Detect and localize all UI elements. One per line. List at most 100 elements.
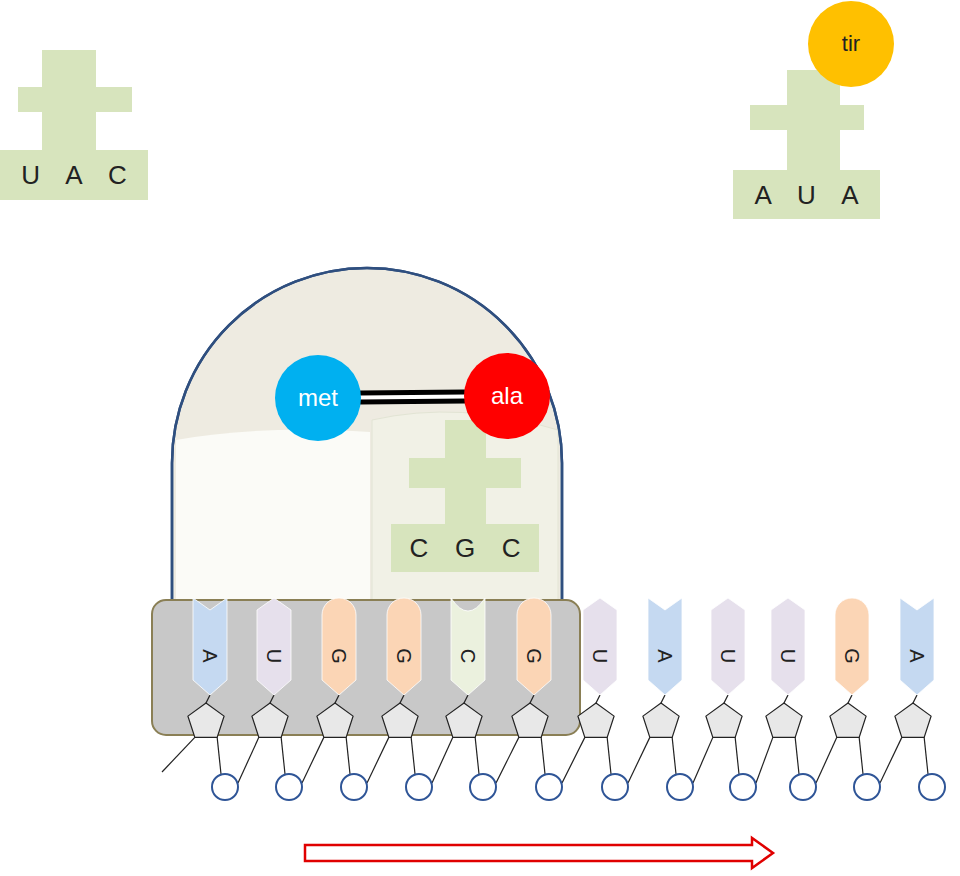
nucleotide-base: C xyxy=(451,598,485,695)
nucleotide-base: A xyxy=(193,598,227,695)
glycosidic-bond xyxy=(661,695,665,703)
backbone-bond xyxy=(693,737,713,783)
backbone-bond xyxy=(795,737,799,774)
backbone-bond xyxy=(735,737,739,774)
backbone-bond xyxy=(924,737,928,774)
node-shape xyxy=(835,598,869,695)
base-letter: C xyxy=(458,649,478,663)
node-shape xyxy=(583,598,617,695)
backbone-bond xyxy=(162,737,195,772)
backbone-bond xyxy=(281,737,285,774)
amino-acid-name: met xyxy=(298,386,338,410)
text-holder: A xyxy=(648,598,682,695)
node-shape xyxy=(193,598,227,695)
peptide-bond xyxy=(360,396,465,397)
glycosidic-bond xyxy=(913,695,917,703)
node-shape xyxy=(257,598,291,695)
backbone-bond xyxy=(475,737,479,774)
text-holder: A U A xyxy=(733,170,880,219)
anticodon-text: U A C xyxy=(21,162,126,188)
node-shape xyxy=(900,598,934,695)
mrna-backbone xyxy=(162,695,945,800)
text-holder: G xyxy=(517,598,551,695)
ribosome-large-subunit xyxy=(172,268,562,625)
base-letter: A xyxy=(655,649,675,662)
nucleotide-base: A xyxy=(648,598,682,695)
text-holder: C G C xyxy=(391,524,539,572)
backbone-bond xyxy=(541,737,545,774)
glycosidic-bond xyxy=(335,695,339,703)
amino-acid-name: ala xyxy=(491,384,523,408)
glycosidic-bond xyxy=(400,695,404,703)
base-letter: U xyxy=(718,649,738,663)
backbone-bond xyxy=(859,737,863,774)
base-letter: G xyxy=(842,648,862,664)
ribose-sugar xyxy=(895,703,931,737)
phosphate-group xyxy=(730,774,756,800)
base-letter: U xyxy=(264,649,284,663)
nucleotide-base: G xyxy=(387,598,421,695)
ribose-sugar xyxy=(706,703,742,737)
nucleotide-base: G xyxy=(835,598,869,695)
glycosidic-bond xyxy=(270,695,274,703)
backbone-bond xyxy=(346,737,350,774)
ribose-sugar xyxy=(188,703,224,737)
nucleotide-base: A xyxy=(900,598,934,695)
base-letter: G xyxy=(524,648,544,664)
anticodon-text: A U A xyxy=(754,182,858,208)
base-letter: G xyxy=(329,648,349,664)
node-shape xyxy=(322,598,356,695)
phosphate-group xyxy=(536,774,562,800)
text-holder: U xyxy=(583,598,617,695)
text-holder: U xyxy=(257,598,291,695)
backbone-bond xyxy=(628,737,650,783)
text-holder: A xyxy=(193,598,227,695)
trna-body xyxy=(18,50,132,152)
base-letter: G xyxy=(394,648,414,664)
nucleotide-base: U xyxy=(711,598,745,695)
backbone-bond xyxy=(302,737,324,783)
backbone-bond xyxy=(217,737,221,774)
amino-acid-circle: met xyxy=(275,355,361,441)
backbone-bond xyxy=(880,737,902,783)
text-holder: G xyxy=(835,598,869,695)
phosphate-group xyxy=(790,774,816,800)
base-letter: U xyxy=(778,649,798,663)
glycosidic-bond xyxy=(206,695,210,703)
backbone-bond xyxy=(367,737,389,783)
node-shape xyxy=(451,598,485,695)
backbone-bond xyxy=(816,737,837,783)
glycosidic-bond xyxy=(784,695,788,703)
text-holder: met xyxy=(275,355,361,441)
phosphate-group xyxy=(667,774,693,800)
nucleotide-base: G xyxy=(322,598,356,695)
ribosome-outline xyxy=(172,268,562,625)
text-holder: U xyxy=(711,598,745,695)
base-letter: A xyxy=(907,649,927,662)
phosphate-group xyxy=(602,774,628,800)
amino-acid-circle: ala xyxy=(464,353,550,439)
glycosidic-bond xyxy=(596,695,600,703)
direction-arrow xyxy=(305,838,773,868)
node-shape xyxy=(771,598,805,695)
backbone-bond xyxy=(562,737,585,783)
node-shape xyxy=(648,598,682,695)
ribose-sugar xyxy=(766,703,802,737)
node-shape xyxy=(517,598,551,695)
nucleotide-base: U xyxy=(771,598,805,695)
anticodon-box: U A C xyxy=(0,150,148,200)
ribose-sugar xyxy=(317,703,353,737)
nucleotide-base: U xyxy=(257,598,291,695)
phosphate-group xyxy=(919,774,945,800)
ribose-sugar xyxy=(382,703,418,737)
anticodon-box: A U A xyxy=(733,170,880,219)
ribose-sugar xyxy=(252,703,288,737)
backbone-bond xyxy=(756,737,773,783)
backbone-bond xyxy=(607,737,611,774)
text-holder: U A C xyxy=(0,150,148,200)
nucleotide-base: G xyxy=(517,598,551,695)
node-shape xyxy=(711,598,745,695)
